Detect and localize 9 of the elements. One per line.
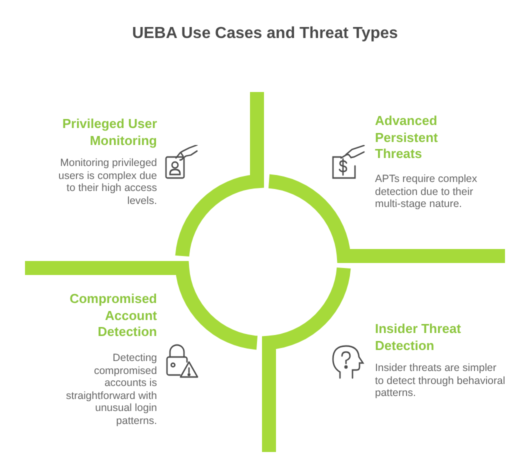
section-heading: Privileged User Monitoring [61,116,157,149]
description-text: Insider threats are simpler to detect through behavioral patterns. [375,362,506,400]
section-heading: Insider Threat Detection [375,321,462,354]
description-text: Detecting compromised accounts is straightforward with unusual login patterns. [64,352,157,428]
diagram-title: UEBA Use Cases and Threat Types [131,24,399,43]
section-heading: Compromised Account Detection [68,291,157,340]
description-text: Monitoring privileged users is complex due to their high access levels. [57,157,157,208]
description-text: APTs require complex detection due to their multi-stage nature. [375,173,478,211]
section-heading: Advanced Persistent Threats [375,113,439,162]
